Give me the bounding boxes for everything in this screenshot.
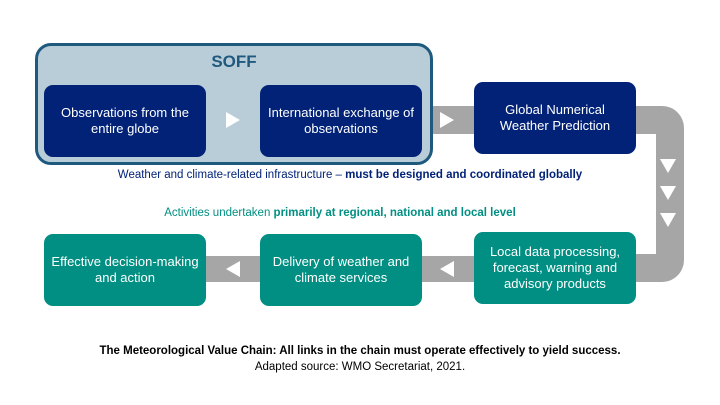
arrow-down-icon xyxy=(660,213,676,227)
global-note: Weather and climate-related infrastructu… xyxy=(0,169,700,181)
local-note-prefix: Activities undertaken xyxy=(164,207,274,219)
soff-label: SOFF xyxy=(211,52,257,71)
box-decision-making: Effective decision-making and action xyxy=(44,234,206,306)
local-note: Activities undertaken primarily at regio… xyxy=(0,207,680,219)
local-note-bold: primarily at regional, national and loca… xyxy=(273,207,516,219)
caption-title: The Meteorological Value Chain: All link… xyxy=(99,345,621,357)
caption-source: Adapted source: WMO Secretariat, 2021. xyxy=(254,361,466,373)
arrow-right-icon xyxy=(440,112,454,128)
box-observations: Observations from the entire globe xyxy=(44,85,206,157)
global-note-prefix: Weather and climate-related infrastructu… xyxy=(117,169,346,181)
box-global-nwp: Global Numerical Weather Prediction xyxy=(474,82,636,154)
arrow-down-icon xyxy=(660,186,676,200)
arrow-right-icon xyxy=(226,112,240,128)
global-note-bold: must be designed and coordinated globall… xyxy=(345,169,583,181)
box-local-processing: Local data processing, forecast, warning… xyxy=(474,232,636,304)
arrow-left-icon xyxy=(440,261,454,277)
arrow-down-icon xyxy=(660,159,676,173)
box-delivery: Delivery of weather and climate services xyxy=(260,234,422,306)
box-international-exchange: International exchange of observations xyxy=(260,85,422,157)
arrow-left-icon xyxy=(226,261,240,277)
